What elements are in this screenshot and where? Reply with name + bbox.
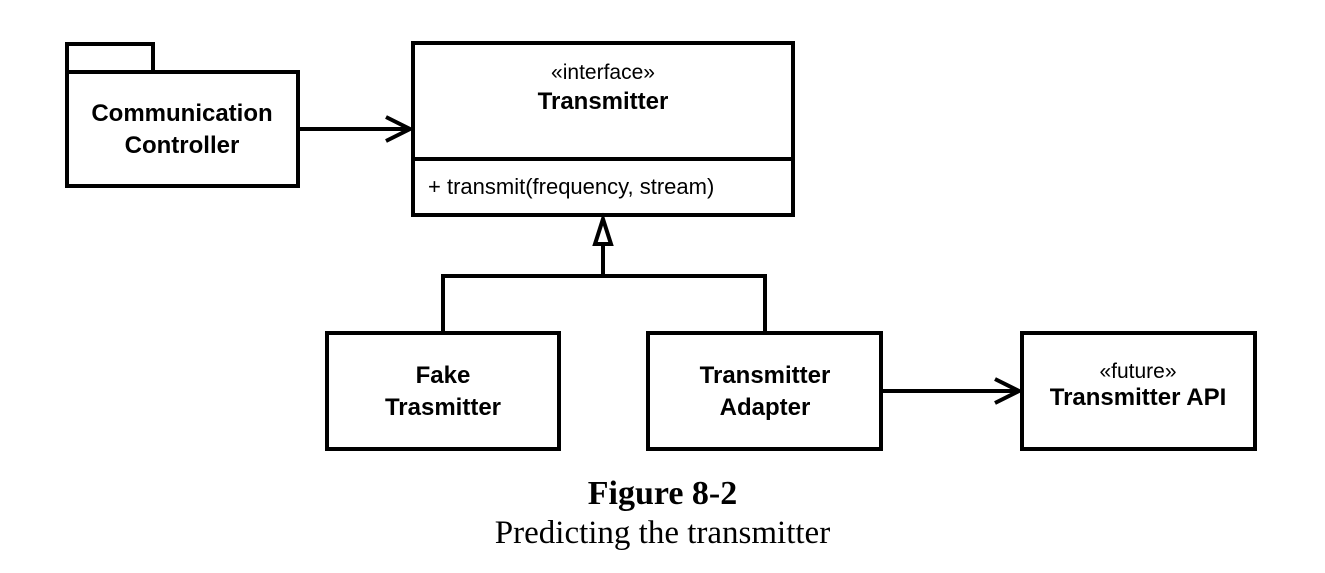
- figure-number: Figure 8-2: [587, 475, 738, 512]
- transmitter-api-box: «future» Transmitter API: [1020, 331, 1257, 451]
- interface-name: Transmitter: [538, 88, 669, 115]
- dependency-arrow-controller-to-transmitter: [298, 115, 415, 143]
- transmitter-interface-box: «interface» Transmitter + transmit(frequ…: [411, 41, 795, 217]
- fake-transmitter-line2: Trasmitter: [385, 394, 501, 421]
- realization-arrowhead: [592, 212, 614, 246]
- uml-class-diagram: Communication Controller «interface» Tra…: [65, 41, 1257, 451]
- dependency-arrow-adapter-to-api: [881, 377, 1024, 405]
- transmitter-adapter-line2: Adapter: [720, 394, 811, 421]
- figure-title: Predicting the transmitter: [494, 515, 831, 551]
- communication-controller-package: Communication Controller: [65, 42, 300, 188]
- interface-operation: + transmit(frequency, stream): [428, 174, 714, 199]
- package-tab: [65, 42, 155, 74]
- fake-transmitter-box: Fake Trasmitter: [325, 331, 561, 451]
- transmitter-api-stereotype: «future»: [1099, 360, 1176, 383]
- package-name-line1: Communication: [91, 100, 272, 127]
- transmitter-adapter-line1: Transmitter: [700, 362, 831, 389]
- transmitter-adapter-box: Transmitter Adapter: [646, 331, 883, 451]
- transmitter-api-name: Transmitter API: [1050, 384, 1227, 411]
- package-body: [65, 70, 300, 188]
- package-name-line2: Controller: [125, 132, 240, 159]
- realization-arrow: [441, 212, 767, 331]
- fake-transmitter-line1: Fake: [416, 362, 471, 389]
- interface-stereotype: «interface»: [551, 61, 655, 84]
